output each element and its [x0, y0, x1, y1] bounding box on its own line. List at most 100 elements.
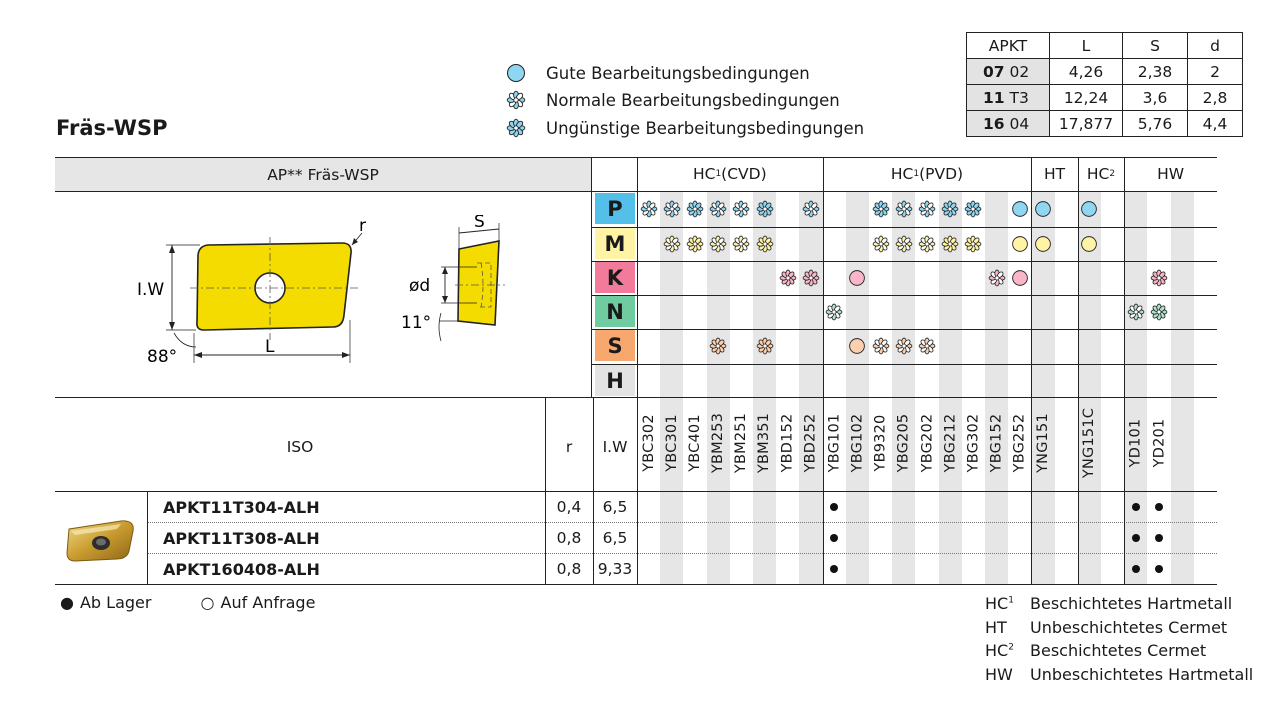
- table-rule: [147, 491, 148, 584]
- full-circle-icon: [1035, 236, 1051, 252]
- product-iw: 6,5: [602, 529, 628, 547]
- table-rule: [591, 329, 1217, 330]
- product-r: 0,8: [556, 529, 582, 547]
- full-flower-icon: [709, 337, 727, 355]
- full-circle-icon: [849, 270, 866, 286]
- half-flower-icon: [733, 235, 750, 253]
- in-stock-dot-icon: [1155, 534, 1163, 542]
- grade-YBC401: YBC401: [686, 414, 703, 472]
- apkt-l: 12,24: [1049, 84, 1123, 111]
- column-stripe: [1077, 192, 1101, 584]
- iw-header: I.W: [602, 438, 628, 456]
- full-circle-icon: [1081, 236, 1098, 252]
- table-rule: [591, 227, 1217, 228]
- half-flower-icon: [506, 90, 526, 110]
- grade-YBM253: YBM253: [710, 412, 727, 474]
- table-rule: [1077, 157, 1079, 584]
- product-code[interactable]: APKT160408-ALH: [163, 559, 320, 579]
- full-flower-icon: [686, 200, 704, 218]
- in-stock-dot-icon: [830, 534, 839, 542]
- full-flower-icon: [756, 337, 773, 355]
- grade-YBG102: YBG102: [849, 413, 866, 473]
- table-rule: [822, 157, 824, 584]
- apkt-s: 3,6: [1122, 84, 1188, 111]
- filled-dot-icon: ●: [60, 593, 74, 612]
- grade-YD201: YD201: [1150, 418, 1167, 468]
- s-label: S: [474, 215, 485, 232]
- half-flower-icon: [895, 200, 913, 218]
- full-circle-icon: [507, 64, 525, 82]
- grade-YBM351: YBM351: [756, 412, 773, 474]
- column-stripe: [799, 192, 823, 584]
- material-N: N: [595, 296, 635, 327]
- condition-bad-label: Ungünstige Bearbeitungsbedingungen: [546, 118, 865, 138]
- material-S: S: [595, 330, 635, 361]
- half-flower-icon: [709, 200, 727, 218]
- column-stripe: [660, 192, 684, 584]
- section-header: AP** Fräs-WSP: [55, 158, 591, 191]
- availability-legend: ●Ab Lager ○Auf Anfrage: [60, 593, 359, 612]
- grade-YBG202: YBG202: [918, 413, 935, 473]
- in-stock-dot-icon: [1131, 503, 1140, 511]
- s-header: S: [1122, 32, 1188, 59]
- apkt-s: 2,38: [1122, 58, 1188, 85]
- iw-label: I.W: [137, 280, 164, 300]
- full-flower-icon: [872, 200, 889, 218]
- group-header-4: HW: [1157, 165, 1185, 183]
- length-label: L: [265, 337, 275, 357]
- full-flower-icon: [1150, 269, 1168, 287]
- full-flower-icon: [686, 235, 704, 253]
- apkt-code: 07 02: [966, 58, 1050, 85]
- half-flower-icon: [918, 337, 936, 355]
- condition-bad: Ungünstige Bearbeitungsbedingungen: [506, 116, 864, 140]
- table-rule: [545, 397, 546, 584]
- apkt-code: 11 T3: [966, 84, 1050, 111]
- product-code[interactable]: APKT11T308-ALH: [163, 528, 320, 548]
- r-header: r: [565, 438, 573, 456]
- grade-YBC302: YBC302: [640, 414, 657, 472]
- full-flower-icon: [965, 200, 982, 218]
- table-rule: [591, 261, 1217, 262]
- grade-YBG101: YBG101: [826, 413, 843, 473]
- in-stock-dot-icon: [1155, 503, 1163, 511]
- table-rule: [55, 491, 1217, 492]
- grade-YBG152: YBG152: [988, 413, 1005, 473]
- apkt-code: 16 04: [966, 110, 1050, 137]
- half-flower-icon: [895, 235, 913, 253]
- apkt-s: 5,76: [1122, 110, 1188, 137]
- half-flower-icon: [709, 235, 727, 253]
- half-flower-icon: [872, 235, 889, 253]
- half-flower-icon: [918, 235, 936, 253]
- column-stripe: [1031, 192, 1055, 584]
- apkt-l: 17,877: [1049, 110, 1123, 137]
- full-flower-icon: [756, 235, 773, 253]
- condition-normal: Normale Bearbeitungsbedingungen: [506, 88, 840, 112]
- material-H: H: [595, 365, 635, 396]
- full-circle-icon: [1011, 201, 1028, 217]
- full-flower-icon: [506, 118, 526, 138]
- angle11-label: 11°: [401, 313, 431, 333]
- half-flower-icon: [1127, 303, 1145, 321]
- r-label: r: [359, 216, 366, 236]
- material-M: M: [595, 228, 635, 259]
- apkt-d: 2,8: [1187, 84, 1243, 111]
- in-stock-dot-icon: [830, 503, 839, 511]
- product-code[interactable]: APKT11T304-ALH: [163, 497, 320, 517]
- insert-top-view-drawing: r I.W 88° L: [137, 216, 366, 367]
- full-circle-icon: [1011, 270, 1028, 286]
- availability-request: ○Auf Anfrage: [200, 593, 316, 612]
- product-iw: 9,33: [597, 560, 633, 578]
- table-rule: [591, 364, 1217, 365]
- insert-product-image: [66, 520, 134, 562]
- column-stripe: [753, 192, 777, 584]
- column-stripe: [938, 192, 962, 584]
- availability-stock: ●Ab Lager: [60, 593, 152, 612]
- table-rule: [591, 157, 592, 397]
- grade-YB9320: YB9320: [872, 414, 889, 472]
- d-header: d: [1187, 32, 1243, 59]
- angle88-label: 88°: [147, 347, 177, 367]
